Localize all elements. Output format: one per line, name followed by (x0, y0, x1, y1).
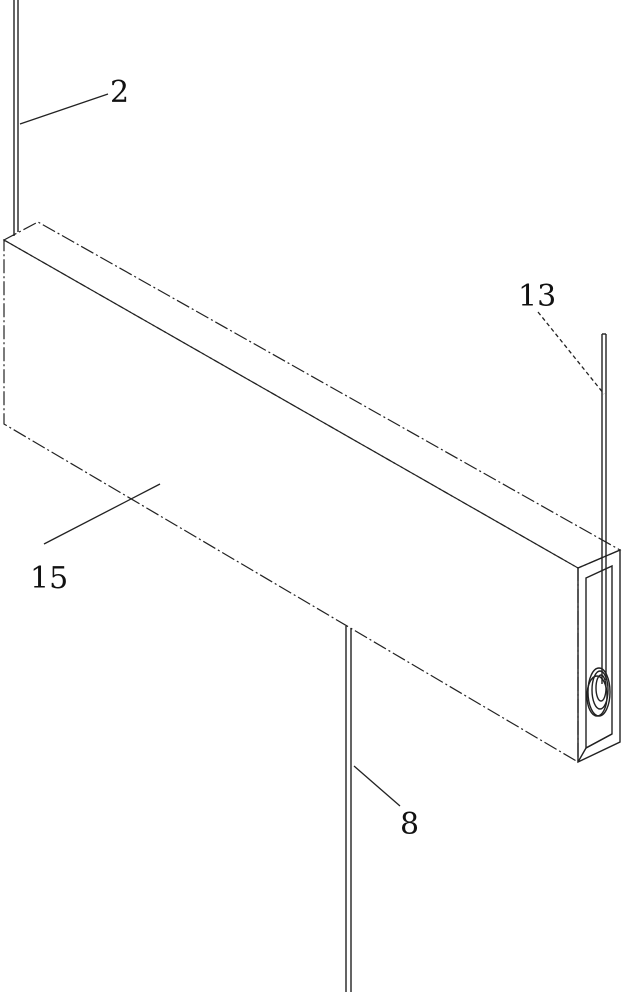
label-13: 13 (518, 279, 556, 314)
wire-13 (602, 334, 606, 684)
leader-line-8 (354, 766, 400, 806)
wire-2 (14, 0, 18, 236)
label-2: 2 (110, 75, 129, 110)
leader-line-13 (538, 312, 604, 394)
label-8: 8 (400, 807, 419, 842)
leader-line-15 (44, 484, 160, 544)
leader-line-2 (20, 94, 108, 124)
wire-8 (346, 626, 351, 992)
label-15: 15 (30, 561, 68, 596)
